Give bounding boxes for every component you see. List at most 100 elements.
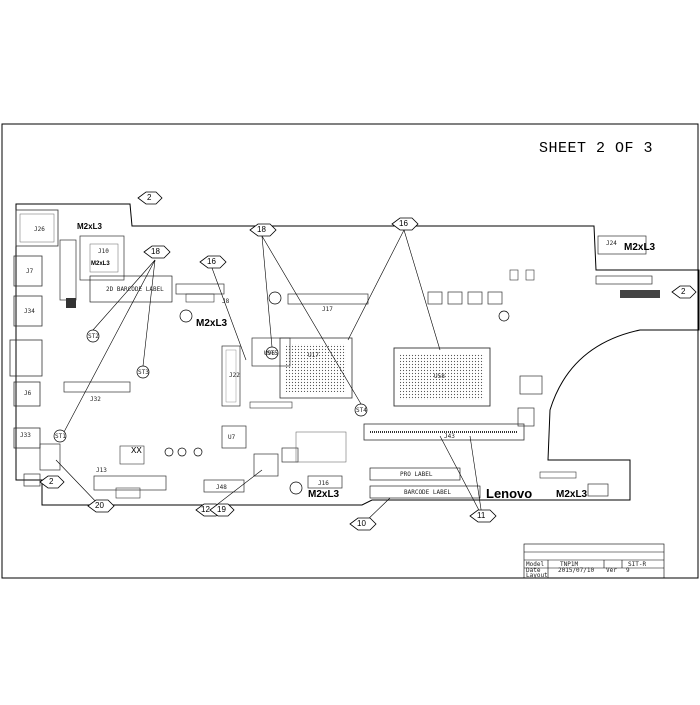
connector-j48 bbox=[203, 479, 245, 493]
connector-j1 bbox=[79, 235, 125, 281]
callout-11 bbox=[469, 509, 497, 523]
hole-n1 bbox=[164, 447, 174, 457]
connector-j2 bbox=[9, 339, 43, 377]
standoff-label: ST5 bbox=[267, 350, 278, 357]
refdes: J7 bbox=[26, 268, 34, 275]
callout-number: 20 bbox=[95, 501, 104, 510]
tb-date-value: 2015/07/10 bbox=[558, 567, 595, 574]
refdes: U7 bbox=[228, 434, 236, 441]
connector-j9 bbox=[175, 283, 225, 295]
fpc-connector bbox=[620, 290, 660, 298]
standoff-label: ST3 bbox=[138, 369, 149, 376]
bga-u17-balls bbox=[286, 344, 346, 392]
sheet-title: SHEET 2 OF 3 bbox=[539, 140, 654, 157]
ic-top-4 bbox=[487, 291, 503, 305]
brand-logo: Lenovo bbox=[486, 486, 533, 501]
screw-hole-4 bbox=[498, 310, 510, 322]
refdes: J22 bbox=[229, 372, 240, 379]
screw-label: M2xL3 bbox=[624, 242, 656, 253]
tb-model-label: Model bbox=[526, 561, 545, 568]
ic-top-3 bbox=[467, 291, 483, 305]
callout-2-b bbox=[671, 285, 697, 299]
sodimm-j43 bbox=[363, 423, 525, 441]
callout-number: 10 bbox=[357, 519, 366, 528]
barcode-label-text: 2D BARCODE LABEL bbox=[106, 286, 164, 293]
connector-j9-base bbox=[185, 293, 215, 303]
bga-u17 bbox=[279, 337, 353, 399]
tb-model-value: TNP1M bbox=[560, 561, 579, 568]
connector-j24-strip bbox=[595, 275, 653, 285]
standoff-st1 bbox=[53, 429, 67, 443]
callout-number: 11 bbox=[477, 511, 486, 520]
standoff-label: ST2 bbox=[88, 333, 99, 340]
leader-lines bbox=[55, 229, 483, 525]
tb-ver-label: Ver bbox=[606, 567, 617, 574]
ic-u7 bbox=[221, 425, 247, 449]
callout-number: 16 bbox=[399, 219, 408, 228]
callout-number: 19 bbox=[217, 505, 226, 514]
refdes: J43 bbox=[444, 433, 455, 440]
callout-16-a bbox=[199, 255, 227, 269]
connector-strip-right bbox=[539, 471, 577, 479]
refdes: J16 bbox=[318, 480, 329, 487]
screw-label: M2xL3 bbox=[308, 489, 340, 500]
callout-number: 2 bbox=[147, 193, 152, 202]
screw-hole-2 bbox=[289, 481, 303, 495]
ic-top-5 bbox=[509, 269, 519, 281]
component-cluster bbox=[295, 431, 347, 463]
screw-hole-1 bbox=[179, 309, 193, 323]
standoff-label: ST4 bbox=[356, 407, 367, 414]
refdes: J13 bbox=[96, 467, 107, 474]
refdes: U58 bbox=[434, 373, 445, 380]
connector-j17 bbox=[287, 293, 369, 305]
callout-20 bbox=[87, 499, 115, 513]
xx-label: XX bbox=[131, 446, 142, 456]
connector-j6 bbox=[13, 381, 41, 407]
ic-u22-inner bbox=[225, 349, 237, 403]
callout-number: 16 bbox=[207, 257, 216, 266]
chip-small-1 bbox=[66, 298, 76, 308]
ic-u-left bbox=[39, 443, 61, 471]
connector-j24 bbox=[597, 235, 647, 255]
tb-ver-value: 9 bbox=[626, 567, 630, 574]
barcode-label-box-2 bbox=[369, 485, 481, 499]
callout-10 bbox=[349, 517, 377, 531]
refdes: J17 bbox=[322, 306, 333, 313]
callout-number: 2 bbox=[49, 477, 54, 486]
refdes: J32 bbox=[90, 396, 101, 403]
callout-number: 18 bbox=[151, 247, 160, 256]
usb-connector-j26 bbox=[15, 209, 59, 247]
callout-18-b bbox=[249, 223, 277, 237]
refdes: U17 bbox=[308, 352, 319, 359]
ic-top-6 bbox=[525, 269, 535, 281]
pro-label-text: PRO LABEL bbox=[400, 471, 433, 478]
connector-j13 bbox=[93, 475, 167, 491]
callout-number: 12 bbox=[201, 505, 210, 514]
hole-n2 bbox=[177, 447, 187, 457]
callout-18-a bbox=[143, 245, 171, 259]
refdes: J24 bbox=[606, 240, 617, 247]
connector-j32 bbox=[63, 381, 131, 393]
refdes: J6 bbox=[24, 390, 32, 397]
soc-u58 bbox=[393, 347, 491, 407]
pin-header-xx bbox=[119, 445, 145, 465]
usb-connector-j26-inner bbox=[19, 213, 55, 243]
soc-u58-balls bbox=[400, 354, 484, 400]
screw-hole-3 bbox=[268, 291, 282, 305]
hole-n3 bbox=[193, 447, 203, 457]
refdes: J10 bbox=[98, 248, 109, 255]
title-block bbox=[523, 543, 665, 579]
refdes: J33 bbox=[20, 432, 31, 439]
refdes: J26 bbox=[34, 226, 45, 233]
refdes: U96 bbox=[264, 350, 275, 357]
callout-number: 18 bbox=[257, 225, 266, 234]
tb-layout-label: Layout bbox=[526, 572, 548, 579]
callout-16-b bbox=[391, 217, 419, 231]
tb-date-label: Date bbox=[526, 567, 541, 574]
refdes: J48 bbox=[216, 484, 227, 491]
ic-right-2 bbox=[517, 407, 535, 427]
standoff-label: ST1 bbox=[55, 433, 66, 440]
connector-j16 bbox=[307, 475, 343, 489]
connector-j1-inner bbox=[89, 243, 119, 273]
